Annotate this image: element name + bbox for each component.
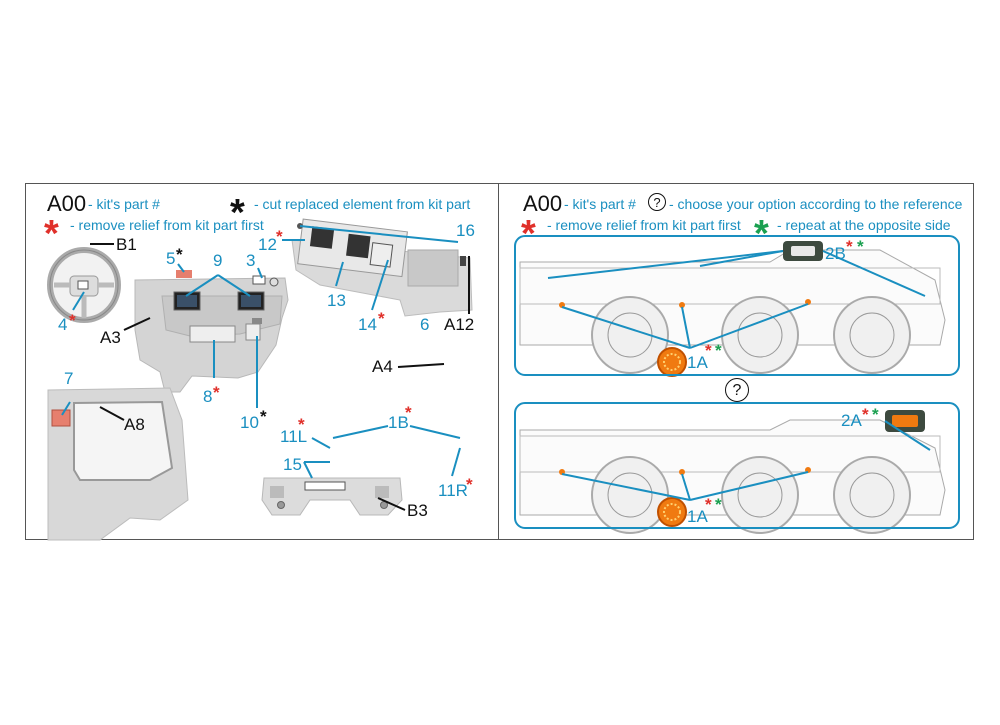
label-11r-asterisk: * [466,475,473,494]
label-a8: A8 [124,415,145,434]
label-4: 4 [58,315,68,334]
label-1b: 1B [388,413,409,432]
right-code-a00: A00 [523,191,563,216]
dashboard-part-a3 [134,270,289,393]
label-a3: A3 [100,328,121,347]
label-2a-green-asterisk: * [872,405,879,424]
left-code-a00: A00 [47,191,87,216]
label-b3: B3 [407,501,428,520]
repeat-legend: - repeat at the opposite side [777,217,951,233]
black-asterisk-legend: * [230,192,245,234]
right-remove-legend: - remove relief from kit part first [547,217,741,233]
label-1a-bottom: 1A [687,507,708,526]
label-4-asterisk: * [69,311,76,330]
question-option-icon: ? [648,193,666,211]
cut-legend: - cut replaced element from kit part [254,196,471,212]
label-8-asterisk: * [213,383,220,402]
label-12: 12 [258,235,277,254]
label-1a-bottom-green-asterisk: * [715,495,722,514]
option-question-icon: ? [725,378,749,402]
label-2b-red-asterisk: * [846,237,853,256]
label-11r: 11R [438,481,468,500]
label-2b: 2B [825,244,846,263]
right-red-asterisk-legend: * [521,213,536,255]
label-15: 15 [283,455,302,474]
label-7: 7 [64,369,74,388]
label-1a-top-green-asterisk: * [715,341,722,360]
label-14-asterisk: * [378,309,385,328]
label-10: 10 [240,413,259,432]
label-2a: 2A [841,411,862,430]
label-b1: B1 [116,235,137,254]
label-11l: 11L [280,427,308,446]
label-6: 6 [420,315,430,334]
label-14: 14 [358,315,377,334]
label-1b-asterisk: * [405,403,412,422]
right-kit-part-legend: - kit's part # [564,196,636,212]
left-kit-part-legend: - kit's part # [88,196,160,212]
label-2a-red-asterisk: * [862,405,869,424]
label-13: 13 [327,291,346,310]
red-asterisk-legend: * [44,213,59,255]
label-5-asterisk: * [176,245,183,264]
left-leader-lines [61,225,461,479]
label-2b-green-asterisk: * [857,237,864,256]
label-5: 5 [166,249,176,268]
door-part-a8 [47,387,189,541]
label-8: 8 [203,387,213,406]
label-3: 3 [246,251,256,270]
left-remove-legend: - remove relief from kit part first [70,217,264,233]
label-16: 16 [456,221,475,240]
bottom-option-frame [514,402,960,529]
right-leader-lines [547,250,931,501]
label-9: 9 [213,251,223,270]
label-10-asterisk: * [260,407,267,426]
vehicle-side-view-bottom [519,410,946,534]
left-black-leaders [90,243,470,511]
label-1a-bottom-red-asterisk: * [705,495,712,514]
label-a4: A4 [372,357,393,376]
bracket-part-b3 [261,477,403,516]
label-1a-top-red-asterisk: * [705,341,712,360]
label-11l-asterisk: * [298,415,305,434]
steering-wheel-part [47,247,121,323]
label-1a-top: 1A [687,353,708,372]
choose-option-legend: - choose your option according to the re… [669,196,963,212]
green-asterisk-legend: * [754,213,769,255]
panel-divider [498,183,499,540]
top-option-frame [514,235,960,376]
vehicle-side-view-top [519,241,946,377]
label-12-asterisk: * [276,227,283,246]
label-a12: A12 [444,315,475,334]
